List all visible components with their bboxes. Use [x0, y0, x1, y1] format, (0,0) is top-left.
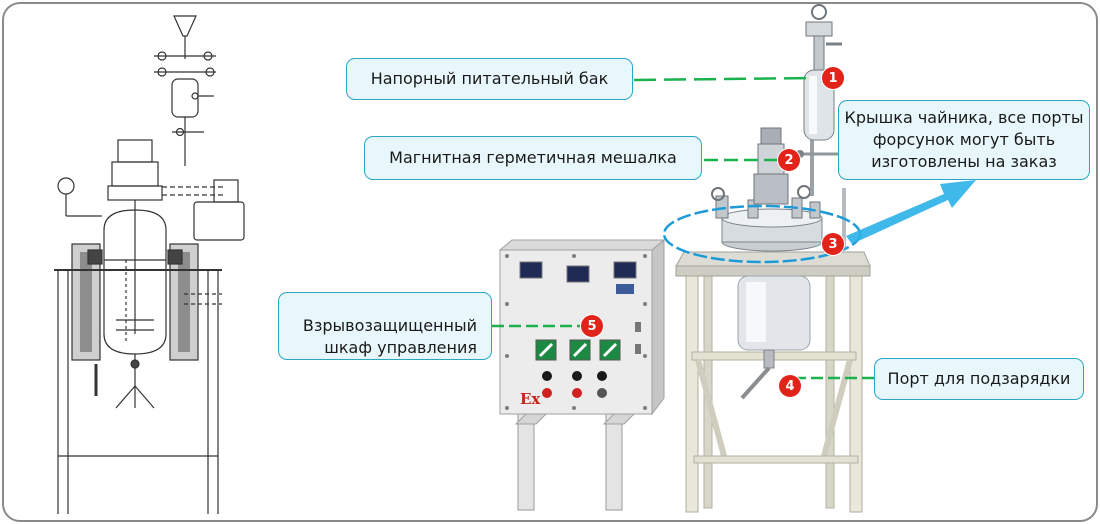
cabinet-ex-mark: Ex [520, 390, 541, 408]
callout-lid-line-2: форсунок могут быть [872, 130, 1056, 149]
marker-5: 5 [581, 315, 603, 337]
callout-control-cabinet: Взрывозащищенный шкаф управления [278, 292, 492, 360]
callout-cabinet-line-1: Взрывозащищенный [302, 316, 477, 335]
schematic-drawing [54, 15, 245, 514]
lid-arrow [846, 180, 976, 244]
marker-4: 4 [779, 375, 801, 397]
reactor-illustration: Ex [54, 4, 976, 514]
callout-magnetic-stirrer-text: Магнитная герметичная мешалка [389, 148, 677, 167]
callout-cabinet-line-2: шкаф управления [324, 338, 477, 357]
control-cabinet: Ex [498, 238, 666, 511]
leader-lines [492, 76, 874, 380]
callout-feed-tank-text: Напорный питательный бак [370, 69, 609, 88]
reactor-stand [675, 251, 871, 513]
marker-2: 2 [778, 149, 800, 171]
callout-magnetic-stirrer: Магнитная герметичная мешалка [364, 136, 702, 180]
callout-charging-port-text: Порт для подзарядки [887, 369, 1071, 388]
marker-1: 1 [822, 67, 844, 89]
marker-3: 3 [822, 233, 844, 255]
callout-lid-line-3: изготовлены на заказ [871, 152, 1057, 171]
callout-charging-port: Порт для подзарядки [874, 358, 1084, 400]
callout-feed-tank: Напорный питательный бак [346, 58, 633, 100]
callout-lid: Крышка чайника, все порты форсунок могут… [838, 100, 1090, 180]
callout-lid-line-1: Крышка чайника, все порты [844, 108, 1084, 127]
reactor-vessel [711, 4, 846, 252]
